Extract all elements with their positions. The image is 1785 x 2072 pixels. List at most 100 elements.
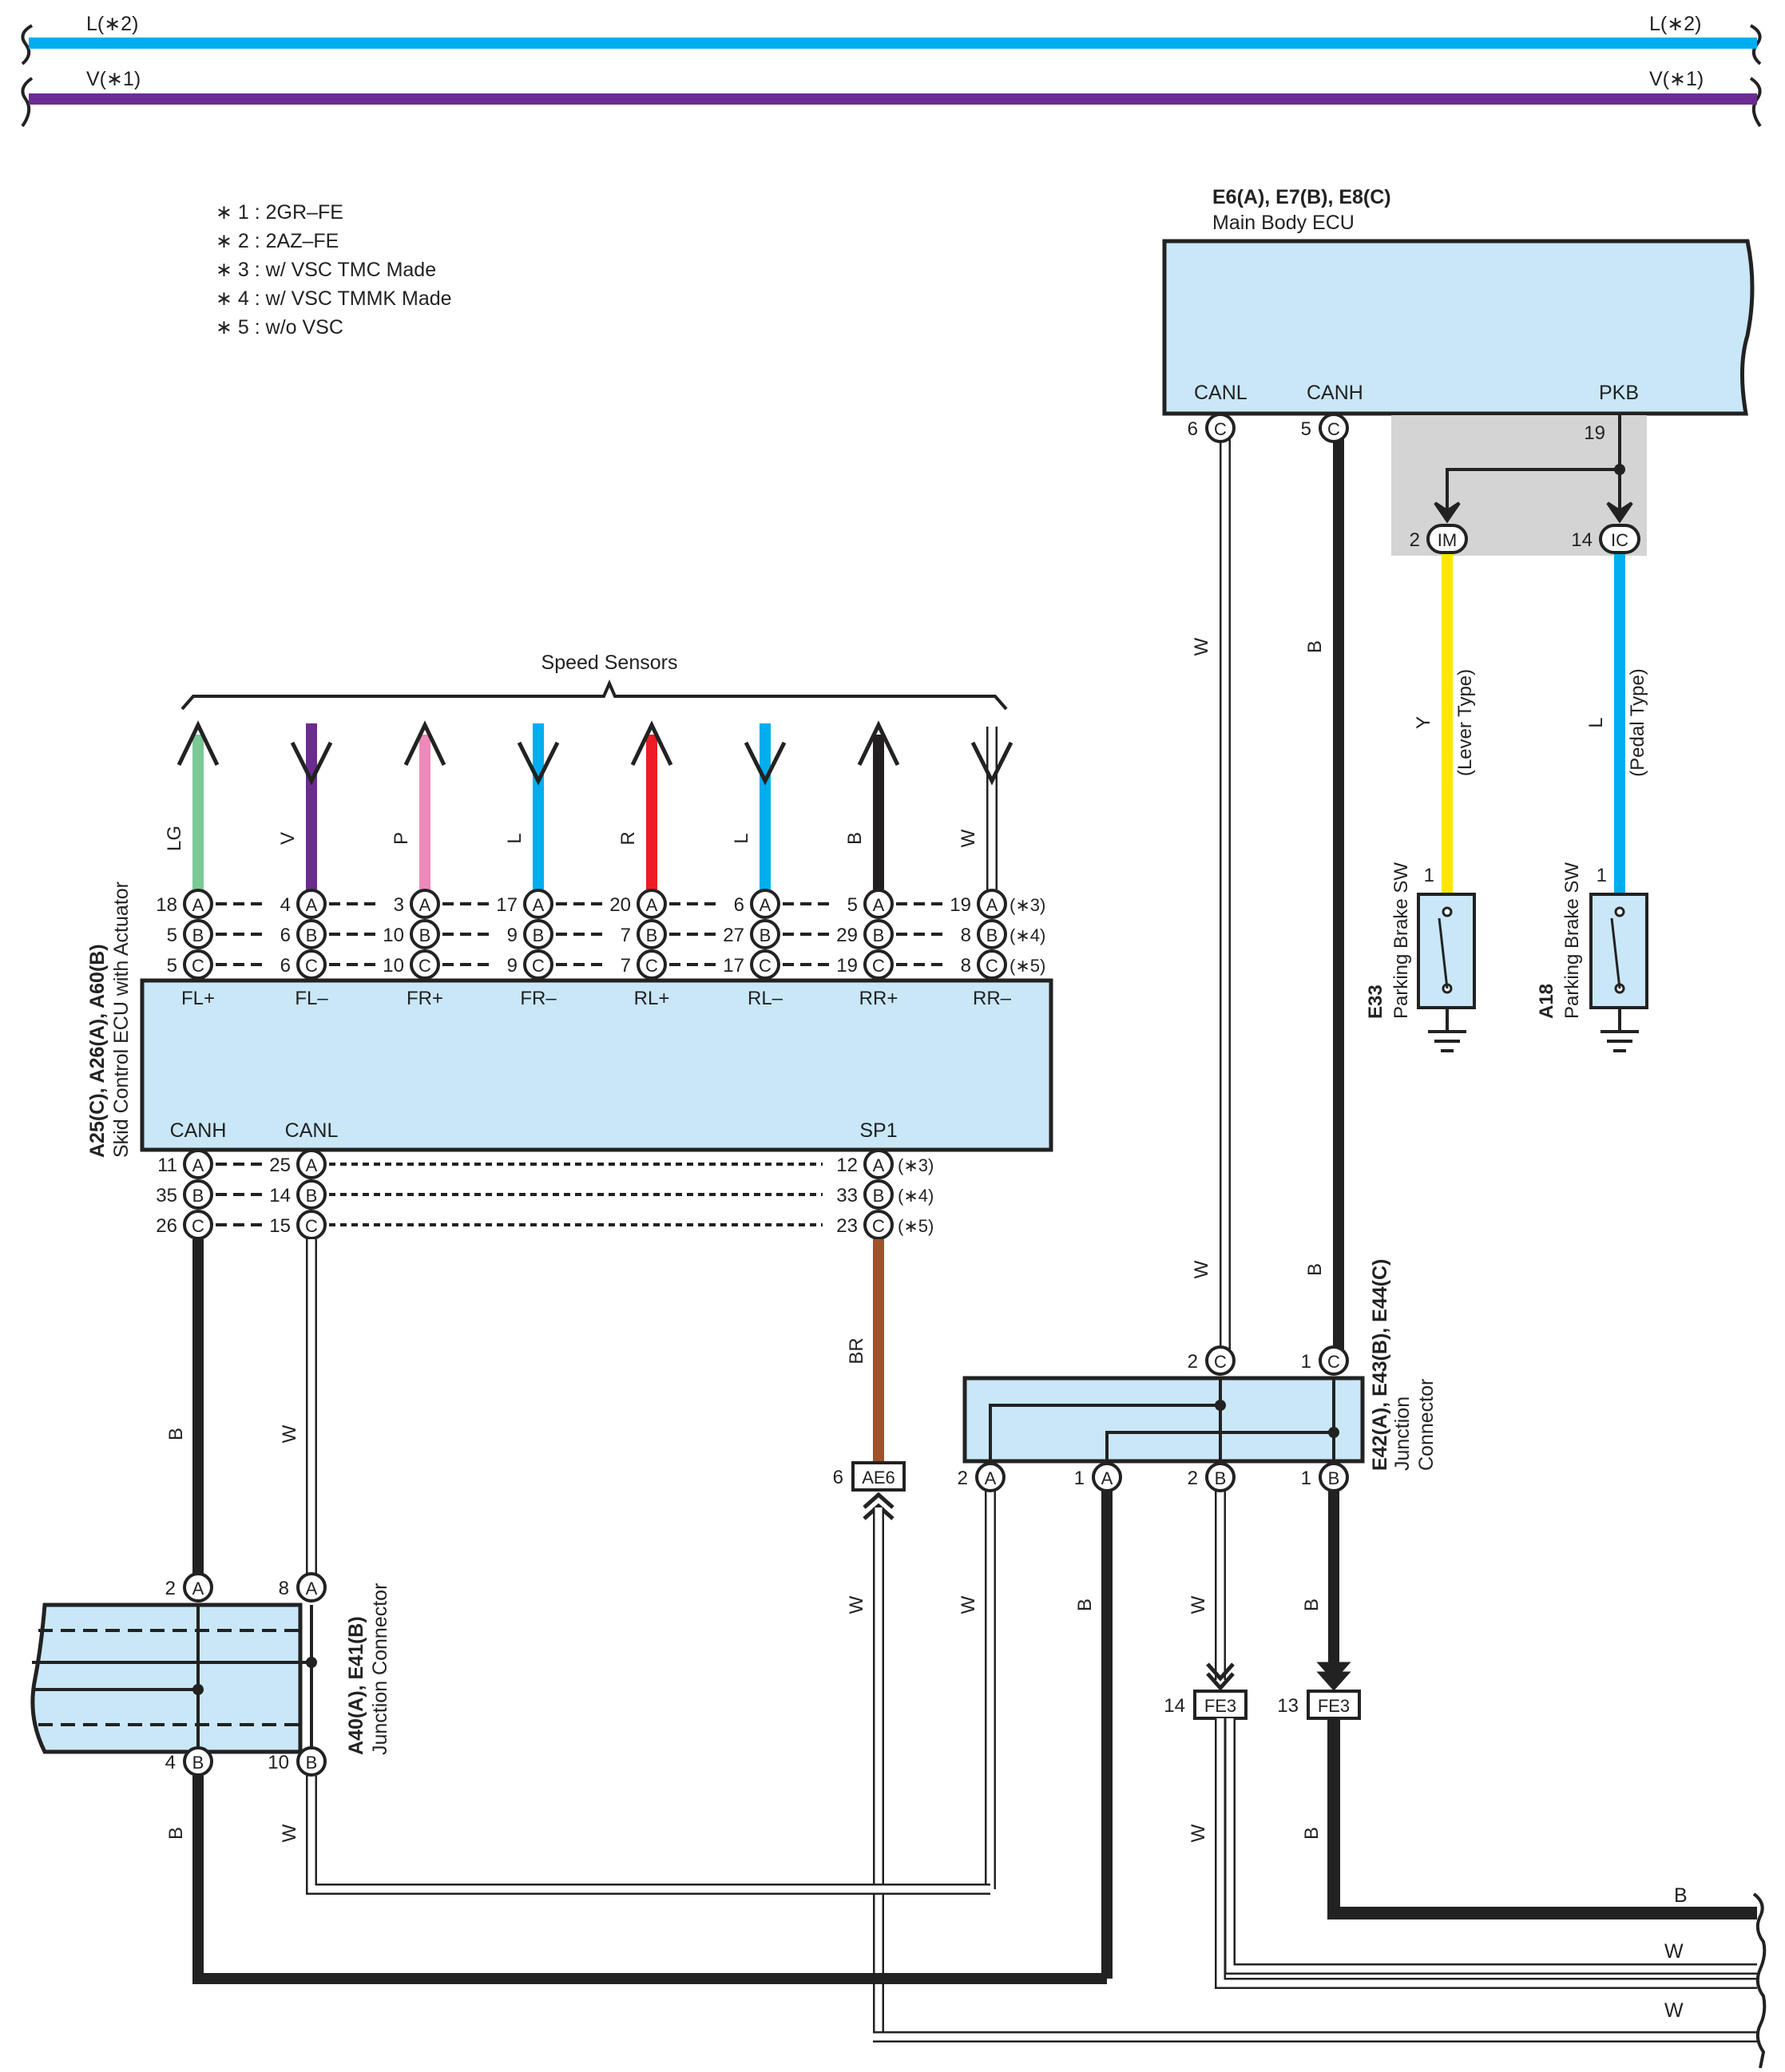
skid-ecu-top-pin-label: FL+	[181, 988, 215, 1009]
pin-letter: B	[192, 1753, 204, 1773]
pin-number: 23	[836, 1215, 858, 1237]
pin-letter: A	[192, 895, 204, 915]
pin-letter: B	[986, 925, 998, 945]
connector-pin	[410, 949, 440, 980]
pin-letter: A	[873, 895, 885, 915]
pin-number: 1	[1301, 1468, 1311, 1489]
ic-pin-number: 14	[1571, 529, 1593, 551]
pin-number: 2	[958, 1468, 968, 1489]
pin-number: 1	[1074, 1468, 1085, 1489]
wire-label-b: B	[1301, 1599, 1323, 1611]
connector-pin	[183, 889, 213, 919]
wire-color-label: L	[504, 833, 526, 843]
sensor-wire: V	[277, 723, 333, 889]
pin-number: 17	[723, 955, 744, 977]
skid-ecu-name: Skid Control ECU with Actuator	[110, 881, 133, 1158]
pin-number: 26	[156, 1215, 177, 1237]
pin-number: 25	[269, 1155, 291, 1176]
skid-ecu-pin-sp1: SP1	[859, 1119, 897, 1142]
speed-sensors-title: Speed Sensors	[541, 652, 678, 674]
sensor-wire: R	[617, 720, 673, 889]
wire-label-lever-type: (Lever Type)	[1454, 669, 1476, 776]
pin-number: 12	[836, 1155, 858, 1176]
pin-letter: C	[305, 1216, 318, 1236]
e33-name: Parking Brake SW	[1390, 862, 1412, 1019]
pin-number: 19	[950, 894, 971, 916]
bus-v-label-right: V(∗1)	[1649, 68, 1704, 90]
bus-v: V(∗1) V(∗1)	[21, 68, 1762, 128]
wire-label-b: B	[1304, 640, 1326, 653]
jc-e42-name2: Connector	[1415, 1379, 1438, 1471]
note-5: ∗ 5 : w/o VSC	[216, 316, 343, 339]
note-3: ∗ 3 : w/ VSC TMC Made	[216, 259, 436, 281]
variant-note: (∗5)	[1010, 956, 1045, 976]
connector-pin	[750, 889, 780, 919]
pin-letter: C	[645, 956, 658, 976]
pin-letter: B	[1328, 1468, 1340, 1488]
main-ecu-name: Main Body ECU	[1212, 212, 1355, 234]
jc-e42-id: E42(A), E43(B), E44(C)	[1369, 1259, 1391, 1471]
wire-label-b: B	[1074, 1599, 1096, 1611]
variant-note: (∗4)	[898, 1186, 934, 1206]
pin-letter: A	[1101, 1468, 1113, 1488]
connector-pin	[863, 1179, 894, 1210]
main-body-ecu: E6(A), E7(B), E8(C) Main Body ECU CANL C…	[1162, 186, 1755, 416]
pin-letter: C	[192, 1216, 204, 1236]
connector-pin	[750, 949, 780, 980]
skid-ecu-top-pin-label: RR–	[973, 988, 1012, 1009]
fe3-label: FE3	[1318, 1696, 1350, 1716]
ae6-connector: AE6 6 W	[833, 1461, 1757, 2042]
pin-letter: C	[305, 956, 318, 976]
variant-note: (∗3)	[1010, 895, 1045, 915]
connector-pin	[183, 949, 213, 980]
jc-a40-name: Junction Connector	[369, 1583, 391, 1755]
arrow-down-icon	[517, 741, 560, 786]
sensor-wire: P	[391, 720, 446, 889]
connector-pin	[296, 949, 327, 980]
pin-letter: A	[192, 1579, 204, 1599]
pin-letter: C	[192, 956, 204, 976]
connector-pin	[410, 889, 440, 919]
connector-pin	[863, 1149, 894, 1179]
wire-label-w: W	[1188, 1595, 1209, 1614]
pin-number: 20	[609, 894, 631, 916]
junction-connector-a40: A40(A), E41(B) Junction Connector	[30, 1583, 391, 1755]
pin-number: 6	[280, 925, 291, 946]
variant-note: (∗4)	[1010, 925, 1045, 945]
connector-pin	[863, 889, 894, 919]
option-connector-box: 19 IM 2 IC 14	[1391, 415, 1647, 556]
bus-l-label-right: L(∗2)	[1649, 13, 1701, 35]
pin-number: 8	[961, 925, 971, 946]
arrow-up-icon	[403, 720, 446, 767]
wire-label-b: B	[1304, 1263, 1326, 1276]
connector-pin	[1092, 1462, 1122, 1492]
wire-label-w: W	[279, 1824, 300, 1842]
fe3-label: FE3	[1204, 1696, 1236, 1716]
connector-pin	[750, 919, 780, 949]
skid-ecu-top-pin-label: RL–	[748, 988, 783, 1009]
pin-letter: B	[533, 925, 545, 945]
wire-color-label: R	[617, 831, 639, 845]
pin-number: 9	[507, 955, 518, 977]
wire-label-b: B	[165, 1827, 187, 1840]
wire-label-b: B	[1301, 1827, 1323, 1840]
wire-color-label: P	[391, 832, 412, 845]
pin-letter: B	[646, 925, 658, 945]
pin-letter: B	[419, 925, 431, 945]
skid-ecu-top-pin-label: FR–	[520, 988, 557, 1009]
wire-color-label: L	[731, 833, 752, 843]
wire-label-w: W	[846, 1595, 867, 1614]
sensor-wire: B	[844, 720, 900, 889]
connector-pin	[296, 919, 327, 949]
pin-letter: A	[873, 1155, 885, 1175]
pin-letter: C	[986, 956, 998, 976]
wire-label-w: W	[1191, 1260, 1212, 1278]
ae6-label: AE6	[862, 1468, 895, 1488]
pin-number: 10	[383, 925, 404, 946]
pin-number: 2	[165, 1578, 176, 1599]
pin-letter: A	[760, 895, 772, 915]
pin-number: 7	[621, 955, 631, 977]
wire-label-l: L	[1585, 717, 1607, 727]
